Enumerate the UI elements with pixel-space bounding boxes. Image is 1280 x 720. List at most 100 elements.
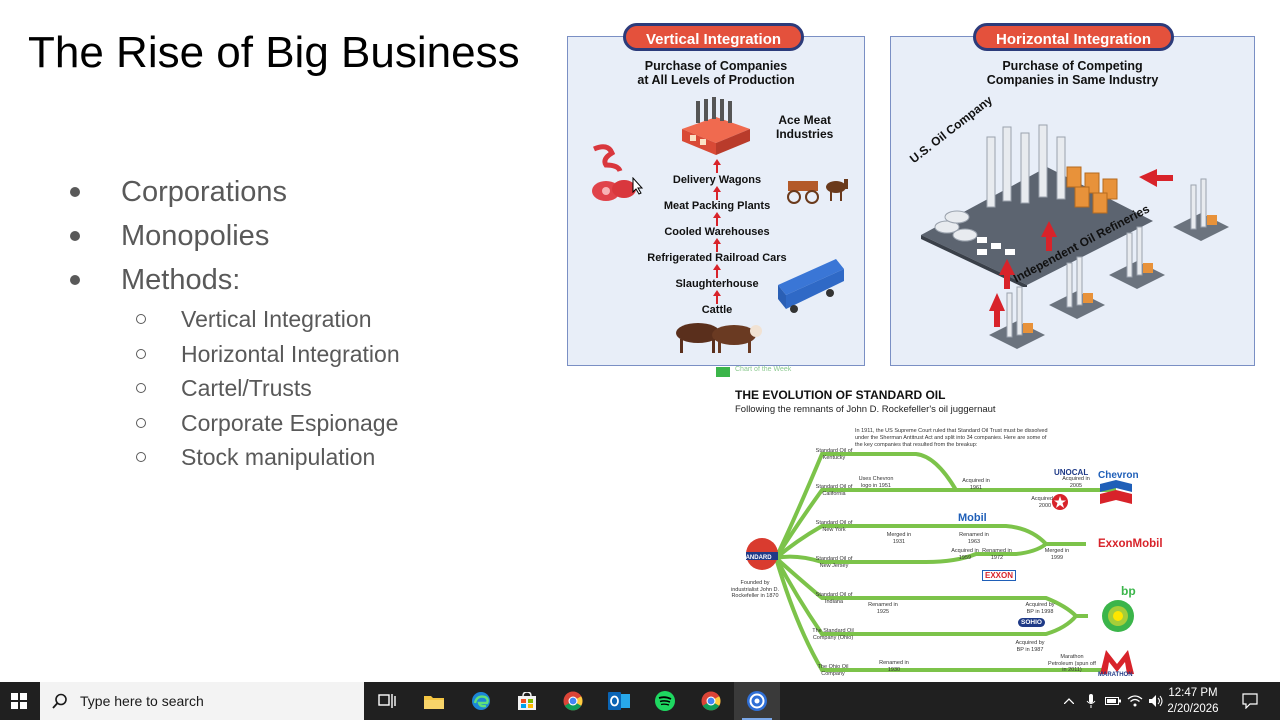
sub-bullet-item: Cartel/Trusts	[136, 371, 400, 406]
tray-volume[interactable]	[1146, 682, 1168, 720]
taskbar-outlook[interactable]	[596, 682, 642, 720]
branch-label-california: Standard Oil of California	[815, 484, 853, 497]
task-view-button[interactable]	[364, 682, 410, 720]
up-arrow-icon	[713, 159, 721, 173]
taskbar: Type here to search	[0, 682, 1280, 720]
taskbar-store[interactable]	[504, 682, 550, 720]
exxonmobil-logo: ExxonMobil	[1098, 538, 1163, 550]
sub-bullet-ring-icon	[136, 383, 146, 394]
cattle-icon	[676, 323, 762, 353]
small-refinery-icon	[1109, 226, 1165, 289]
marathon-m-icon	[1100, 650, 1134, 674]
speaker-icon	[1149, 695, 1163, 707]
event-renamed-1972: Renamed in 1972	[982, 548, 1012, 561]
branch-label-kentucky: Standard Oil of Kentucky	[815, 448, 853, 461]
vertical-subtitle: Purchase of Companies at All Levels of P…	[637, 59, 795, 87]
branch-label-indiana: Standard Oil of Indiana	[815, 592, 853, 605]
chrome-icon	[563, 691, 583, 711]
taskbar-edge[interactable]	[458, 682, 504, 720]
start-button[interactable]	[0, 682, 38, 720]
standard-logo-text: STANDARD	[738, 555, 772, 561]
slide-title: The Rise of Big Business	[28, 28, 520, 77]
notifications-button[interactable]	[1230, 682, 1270, 720]
event-chevron-logo: Uses Chevron logo in 1951	[858, 476, 894, 489]
tray-network[interactable]	[1124, 682, 1146, 720]
up-arrow-icon	[713, 238, 721, 252]
taskbar-file-explorer[interactable]	[411, 682, 457, 720]
bullet-list: Corporations Monopolies Methods:	[66, 170, 287, 302]
chevron-chevron-icon	[1100, 480, 1132, 504]
bullet-dot-icon	[70, 275, 80, 285]
event-unocal-acquired: Acquired in 2005	[1062, 476, 1090, 489]
chain-step-slaughterhouse: Slaughterhouse	[675, 278, 759, 290]
oil-refinery-complex-icon	[921, 124, 1153, 287]
taskbar-search-box[interactable]: Type here to search	[40, 682, 364, 720]
spotify-icon	[655, 691, 675, 711]
standard-oil-title: THE EVOLUTION OF STANDARD OIL	[735, 388, 946, 402]
standard-oil-subtitle: Following the remnants of John D. Rockef…	[735, 404, 996, 415]
event-merged-1999: Merged in 1999	[1044, 548, 1070, 561]
sub-bullet-list: Vertical Integration Horizontal Integrat…	[136, 302, 400, 475]
taskbar-spotify[interactable]	[642, 682, 688, 720]
unocal-logo: UNOCAL	[1054, 468, 1089, 477]
search-placeholder: Type here to search	[80, 693, 204, 709]
up-arrow-icon	[713, 290, 721, 304]
sub-bullet-ring-icon	[136, 314, 146, 325]
vertical-integration-panel: Vertical Integration Purchase of Compani…	[567, 23, 865, 366]
vertical-integration-badge: Vertical Integration	[623, 23, 805, 51]
chevron-logo: Chevron	[1098, 470, 1139, 481]
windows-logo-icon	[11, 693, 27, 709]
up-arrow-icon	[713, 212, 721, 226]
sub-bullet-ring-icon	[136, 452, 146, 463]
chart-tag-marker	[716, 367, 730, 377]
taskbar-chrome[interactable]	[550, 682, 596, 720]
small-refinery-icon	[1049, 256, 1105, 319]
standard-oil-note: In 1911, the US Supreme Court ruled that…	[855, 428, 1048, 448]
standard-oil-branch-lines	[746, 452, 1116, 672]
bullet-item: Corporations	[66, 170, 287, 214]
bp-label: bp	[1121, 584, 1136, 598]
taskbar-chrome-2[interactable]	[688, 682, 734, 720]
event-acquired-bp-1998: Acquired by BP in 1998	[1025, 602, 1055, 615]
standard-oil-chart: Chart of the Week THE EVOLUTION OF STAND…	[716, 366, 1180, 682]
standard-founded-label: Founded by industrialist John D. Rockefe…	[731, 580, 779, 599]
chain-step-delivery-wagons: Delivery Wagons	[672, 174, 762, 186]
bullet-item: Methods:	[66, 258, 287, 302]
chain-step-cooled-warehouses: Cooled Warehouses	[664, 226, 770, 238]
search-icon	[52, 693, 67, 709]
bullet-item: Monopolies	[66, 214, 287, 258]
chrome-icon	[701, 691, 721, 711]
bullet-dot-icon	[70, 187, 80, 197]
tray-battery[interactable]	[1102, 682, 1124, 720]
ace-meat-label: Ace Meat Industries	[776, 113, 834, 141]
wagon-icon	[787, 179, 848, 204]
bp-helios-icon	[1102, 600, 1134, 632]
battery-icon	[1105, 697, 1121, 705]
event-marathon-spin: Marathon Petroleum (spun off in 2011)	[1048, 654, 1096, 673]
branch-label-new-jersey: Standard Oil of New Jersey	[815, 556, 853, 569]
exxon-logo: EXXON	[982, 570, 1017, 581]
tray-microphone[interactable]	[1080, 682, 1102, 720]
clock-date: 2/20/2026	[1167, 703, 1219, 715]
small-refinery-icon	[1173, 178, 1229, 241]
horizontal-subtitle: Purchase of Competing Companies in Same …	[986, 59, 1159, 87]
chart-tag-text: Chart of the Week	[735, 366, 792, 373]
sub-bullet-ring-icon	[136, 348, 146, 359]
sub-bullet-item: Corporate Espionage	[136, 406, 400, 441]
slide: The Rise of Big Business Corporations Mo…	[28, 23, 1255, 682]
marathon-logo: MARATHON	[1098, 672, 1133, 678]
show-hidden-icons-button[interactable]	[1058, 682, 1080, 720]
factory-icon	[682, 97, 750, 155]
up-arrow-icon	[713, 186, 721, 200]
edge-icon	[472, 692, 490, 710]
tray-clock[interactable]: 12:47 PM 2/20/2026	[1158, 685, 1228, 717]
taskbar-active-app[interactable]	[734, 682, 780, 720]
horizontal-integration-panel: Horizontal Integration Purchase of Compe…	[890, 23, 1255, 366]
branch-label-ohio: The Standard Oil Company (Ohio)	[812, 628, 854, 641]
event-acquired-1959: Acquired in 1959	[951, 548, 979, 561]
up-arrow-icon	[713, 264, 721, 278]
truck-icon	[778, 259, 844, 313]
event-renamed-1963: Renamed in 1963	[959, 532, 989, 545]
sohio-logo: SOHIO	[1018, 618, 1045, 627]
active-indicator	[742, 718, 772, 720]
